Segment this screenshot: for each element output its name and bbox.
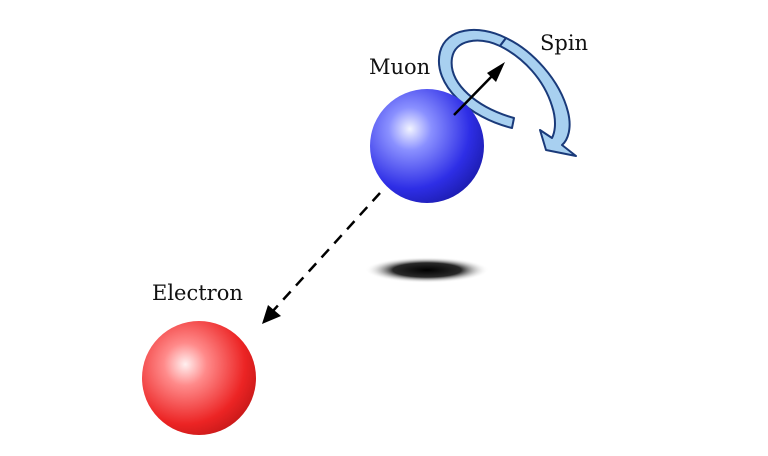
decay-path-arrowhead-icon [262,305,281,324]
muon-sphere [370,89,484,203]
spin-vector-arrowhead-icon [487,62,505,82]
spin-vector-line [453,73,495,116]
electron-sphere [142,321,256,435]
electron-label: Electron [152,281,243,305]
spin-label: Spin [540,31,589,55]
muon-label: Muon [369,55,431,79]
spin-arrow-icon [499,37,577,157]
decay-path-line [271,192,381,313]
muon-shadow [365,257,489,283]
